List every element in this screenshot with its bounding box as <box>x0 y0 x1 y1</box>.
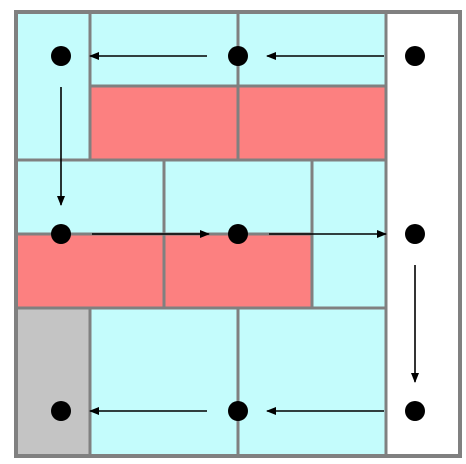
cell-blocked <box>88 84 240 162</box>
node-dot <box>405 401 425 421</box>
node-dot <box>51 401 71 421</box>
node-dot <box>228 46 248 66</box>
node-dot <box>228 224 248 244</box>
grid-border <box>14 10 462 458</box>
node-dot <box>51 224 71 244</box>
cell-path <box>88 10 240 88</box>
cell-path <box>236 306 388 458</box>
outer-border <box>14 10 462 458</box>
cell-blocked <box>236 84 388 162</box>
node-dot <box>405 46 425 66</box>
node-dot <box>228 401 248 421</box>
arrows-layer <box>57 52 419 415</box>
cell-path <box>88 306 240 458</box>
dots-layer <box>51 46 425 421</box>
cell-path <box>162 158 314 236</box>
cell-start <box>14 306 92 458</box>
cell-blocked <box>14 232 166 310</box>
cell-path <box>14 158 166 236</box>
node-dot <box>51 46 71 66</box>
cell-path <box>236 10 388 88</box>
node-dot <box>405 224 425 244</box>
cell-blocked <box>162 232 314 310</box>
cell-path <box>14 10 92 162</box>
